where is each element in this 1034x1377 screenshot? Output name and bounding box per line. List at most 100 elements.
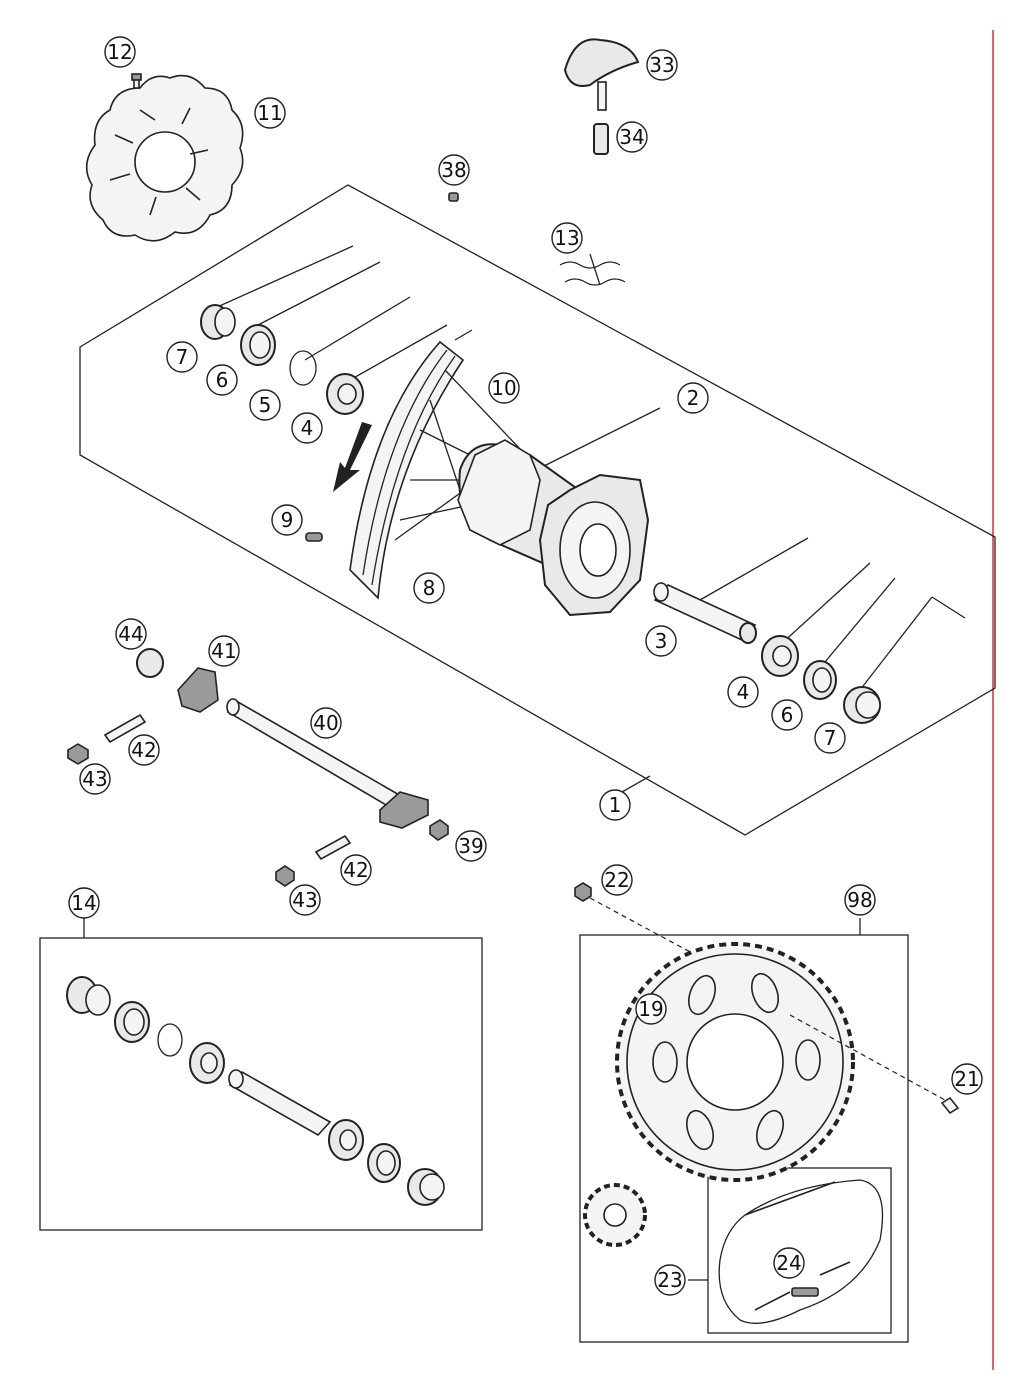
callout-23: 23 <box>654 1264 686 1296</box>
svg-text:40: 40 <box>313 711 338 735</box>
axle-spacer <box>136 648 164 678</box>
chain-joint <box>791 1287 819 1297</box>
svg-text:22: 22 <box>604 868 629 892</box>
callout-5: 5 <box>249 389 281 421</box>
spoke-nipple <box>305 532 323 542</box>
svg-text:43: 43 <box>82 767 107 791</box>
svg-text:10: 10 <box>491 376 516 400</box>
callout-40: 40 <box>310 707 342 739</box>
callout-14: 14 <box>68 887 100 919</box>
chain-adjuster-left <box>177 667 219 713</box>
svg-text:12: 12 <box>107 40 132 64</box>
bearing-kit-parts <box>66 976 445 1206</box>
callout-34: 34 <box>616 121 648 153</box>
svg-text:13: 13 <box>554 226 579 250</box>
callout-19: 19 <box>635 993 667 1025</box>
callout-22: 22 <box>601 864 633 896</box>
callout-41: 41 <box>208 635 240 667</box>
circlip-left <box>289 350 317 386</box>
bearing-left <box>326 373 364 415</box>
svg-text:7: 7 <box>176 345 189 369</box>
svg-text:21: 21 <box>954 1067 979 1091</box>
chain-kit-frame <box>579 934 909 1343</box>
callout-33: 33 <box>646 49 678 81</box>
axle-screw <box>429 819 449 841</box>
callout-24: 24 <box>773 1247 805 1279</box>
callout-98: 98 <box>844 884 876 916</box>
callout-8: 8 <box>413 572 445 604</box>
callout-7-right: 7 <box>814 722 846 754</box>
callout-1: 1 <box>599 789 631 821</box>
nut-upper <box>67 743 89 765</box>
spacer-right <box>843 686 881 724</box>
adjusting-screw-lower <box>314 834 352 861</box>
callout-10: 10 <box>488 372 520 404</box>
svg-text:11: 11 <box>257 101 282 125</box>
bolt-axis-line <box>789 1014 946 1101</box>
nut-axis-line <box>589 897 721 969</box>
svg-text:6: 6 <box>216 368 229 392</box>
mudguard-part <box>563 38 640 111</box>
callout-2: 2 <box>677 382 709 414</box>
callout-3: 3 <box>645 625 677 657</box>
chain-subframe <box>707 1167 892 1334</box>
callout-4-left: 4 <box>291 412 323 444</box>
callout-42-lower: 42 <box>340 854 372 886</box>
svg-text:39: 39 <box>458 834 483 858</box>
chain-loop <box>718 1179 884 1324</box>
adjusting-screw-upper <box>103 713 147 744</box>
shaft-seal-left <box>240 324 276 366</box>
callout-42-upper: 42 <box>128 734 160 766</box>
callout-7-left: 7 <box>166 341 198 373</box>
callout-44: 44 <box>115 618 147 650</box>
front-sprocket <box>583 1183 647 1247</box>
svg-text:19: 19 <box>638 997 663 1021</box>
callout-38: 38 <box>438 154 470 186</box>
chain-adjuster-right <box>379 791 429 829</box>
svg-text:4: 4 <box>301 416 314 440</box>
svg-text:14: 14 <box>71 891 96 915</box>
rotation-arrow <box>333 422 372 492</box>
svg-text:42: 42 <box>131 738 156 762</box>
spacer-left <box>200 304 236 340</box>
svg-text:8: 8 <box>423 576 436 600</box>
rim-tape <box>559 253 626 286</box>
callout-4-right: 4 <box>727 676 759 708</box>
svg-text:42: 42 <box>343 858 368 882</box>
valve-cap <box>448 192 459 202</box>
callout-6-left: 6 <box>206 364 238 396</box>
sprocket-bolt <box>940 1096 960 1115</box>
callout-21: 21 <box>951 1063 983 1095</box>
svg-text:7: 7 <box>824 726 837 750</box>
callout-13: 13 <box>551 222 583 254</box>
svg-text:24: 24 <box>776 1251 801 1275</box>
rear-sprocket <box>615 942 855 1182</box>
sprocket-nut <box>574 882 592 902</box>
svg-text:9: 9 <box>281 508 294 532</box>
callout-43-lower: 43 <box>289 884 321 916</box>
callout-39: 39 <box>455 830 487 862</box>
sleeve-pin <box>593 123 609 155</box>
svg-text:98: 98 <box>847 888 872 912</box>
wheel-hub <box>457 439 650 617</box>
svg-text:3: 3 <box>655 629 668 653</box>
callout-12: 12 <box>104 36 136 68</box>
bearing-kit-frame <box>39 937 483 1231</box>
svg-text:23: 23 <box>657 1268 682 1292</box>
svg-text:34: 34 <box>619 125 644 149</box>
svg-text:5: 5 <box>259 393 272 417</box>
nut-lower <box>275 865 295 887</box>
shaft-seal-right <box>803 660 837 700</box>
svg-text:6: 6 <box>781 703 794 727</box>
svg-text:44: 44 <box>118 622 143 646</box>
svg-text:43: 43 <box>292 888 317 912</box>
svg-text:33: 33 <box>649 53 674 77</box>
callout-6-right: 6 <box>771 699 803 731</box>
brake-disc <box>85 74 244 242</box>
left-bearing-leaders <box>214 245 473 381</box>
svg-text:1: 1 <box>609 793 622 817</box>
distance-sleeve <box>653 582 757 644</box>
svg-text:38: 38 <box>441 158 466 182</box>
svg-text:2: 2 <box>687 386 700 410</box>
